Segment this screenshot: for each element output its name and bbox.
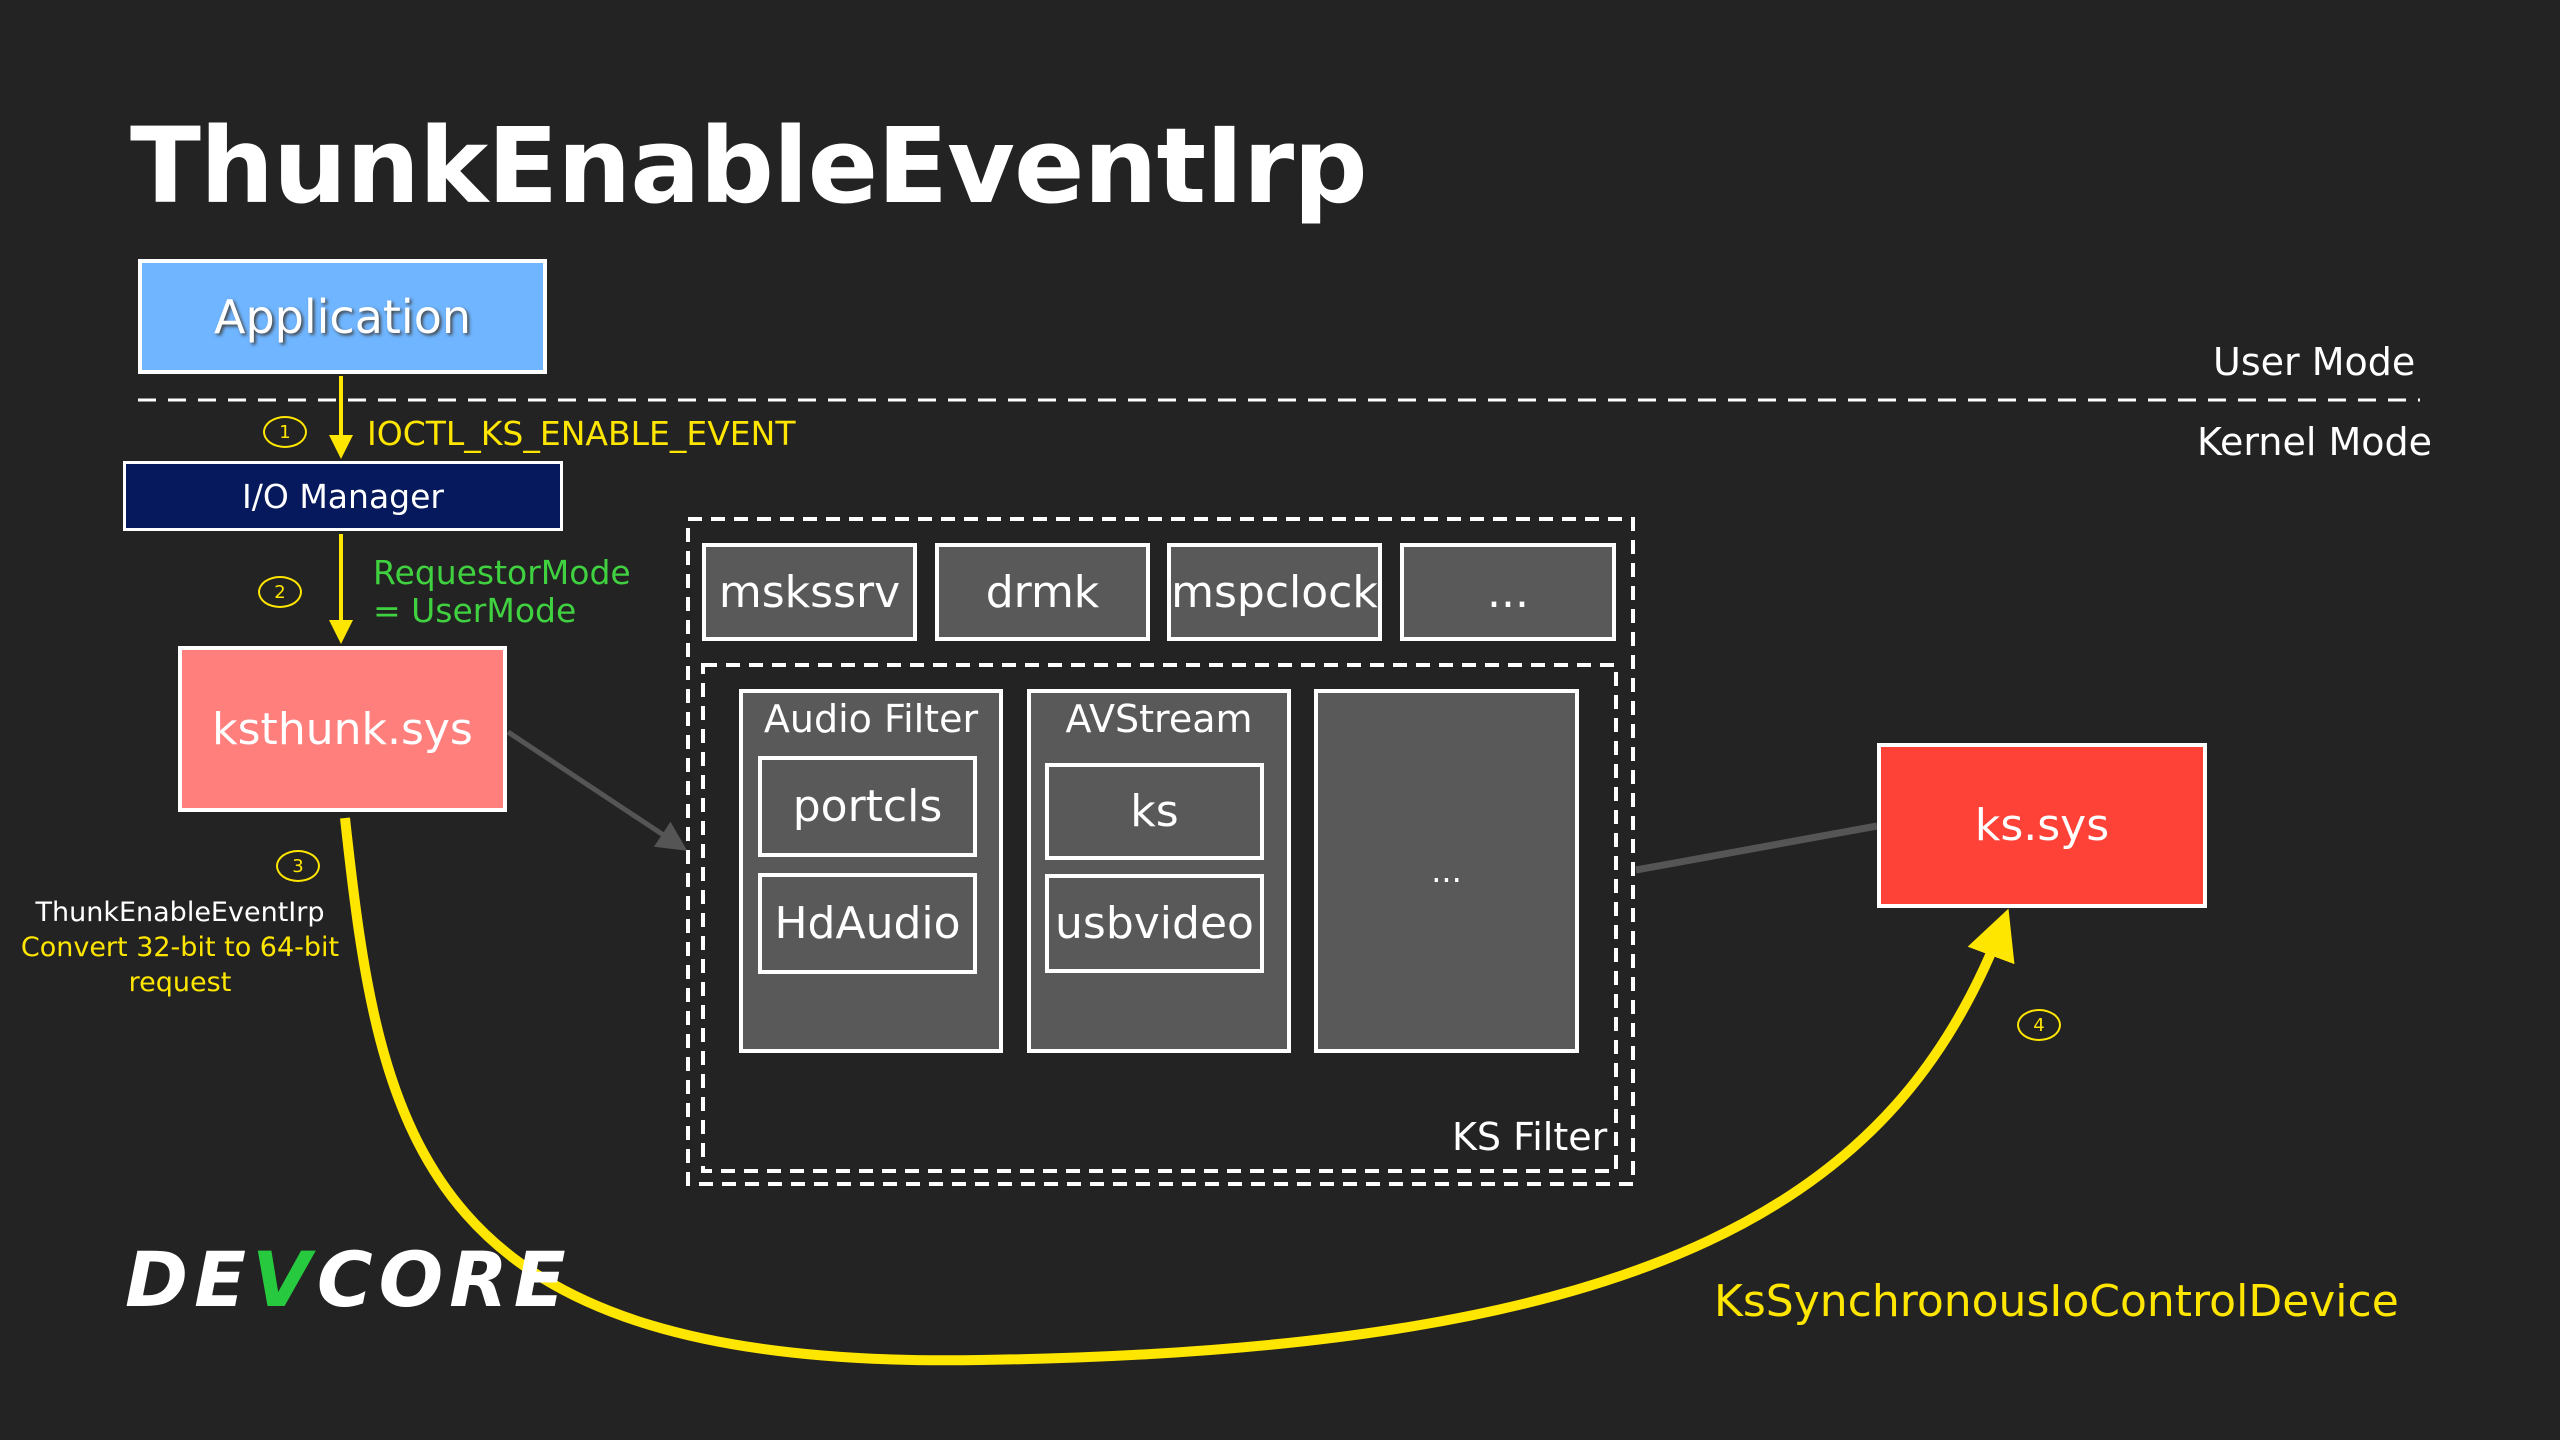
io-manager-node: I/O Manager <box>123 461 563 531</box>
module-mskssrv: mskssrv <box>702 543 917 641</box>
audio-filter-group: Audio Filter <box>739 689 1003 1053</box>
module-hdaudio: HdAudio <box>758 873 977 974</box>
other-filter-group: ... <box>1314 689 1579 1053</box>
step-2-label: RequestorMode = UserMode <box>373 554 631 630</box>
line-ks-to-kssys <box>1635 822 1878 874</box>
logo-text-core: CORE <box>316 1235 572 1324</box>
module-portcls: portcls <box>758 756 977 857</box>
devcore-logo: DEVCORE <box>125 1235 572 1324</box>
step-3-badge: 3 <box>276 850 320 882</box>
step-3-label-line1: ThunkEnableEventIrp <box>35 897 325 928</box>
step-2-label-line1: RequestorMode <box>373 553 631 592</box>
step-1-label: IOCTL_KS_ENABLE_EVENT <box>367 414 796 453</box>
step-4-badge: 4 <box>2017 1009 2061 1041</box>
application-node: Application <box>138 259 547 374</box>
ks-filter-label: KS Filter <box>1452 1115 1608 1159</box>
step-3-label-line2: Convert 32-bit to 64-bit <box>20 932 340 963</box>
page-title: ThunkEnableEventIrp <box>130 105 1368 227</box>
module-mspclock: mspclock <box>1167 543 1382 641</box>
step-4-label: KsSynchronousIoControlDevice <box>1714 1276 2399 1327</box>
arrow-step-4-curve <box>340 817 2015 1366</box>
module-usbvideo: usbvideo <box>1045 874 1264 973</box>
ks-outer-container <box>686 517 1635 1186</box>
arrow-ksthunk-to-ks <box>506 729 688 851</box>
module-ks: ks <box>1045 763 1264 860</box>
module-drmk: drmk <box>935 543 1150 641</box>
avstream-group: AVStream <box>1027 689 1291 1053</box>
step-3-label-line3: request <box>128 967 232 998</box>
kssys-node: ks.sys <box>1877 743 2207 908</box>
logo-check: V <box>252 1235 317 1324</box>
avstream-header: AVStream <box>1065 697 1253 741</box>
user-mode-label: User Mode <box>2213 340 2416 384</box>
logo-text-de: DE <box>125 1235 253 1324</box>
step-2-badge: 2 <box>258 576 302 608</box>
kernel-mode-label: Kernel Mode <box>2197 420 2432 464</box>
audio-filter-header: Audio Filter <box>763 697 979 741</box>
step-1-badge: 1 <box>263 416 307 448</box>
ks-filter-container <box>701 663 1618 1173</box>
step-2-label-line2: = UserMode <box>373 591 577 630</box>
step-3-label: ThunkEnableEventIrp Convert 32-bit to 64… <box>20 895 340 1000</box>
module-more: ... <box>1400 543 1616 641</box>
ksthunk-node: ksthunk.sys <box>178 646 507 812</box>
